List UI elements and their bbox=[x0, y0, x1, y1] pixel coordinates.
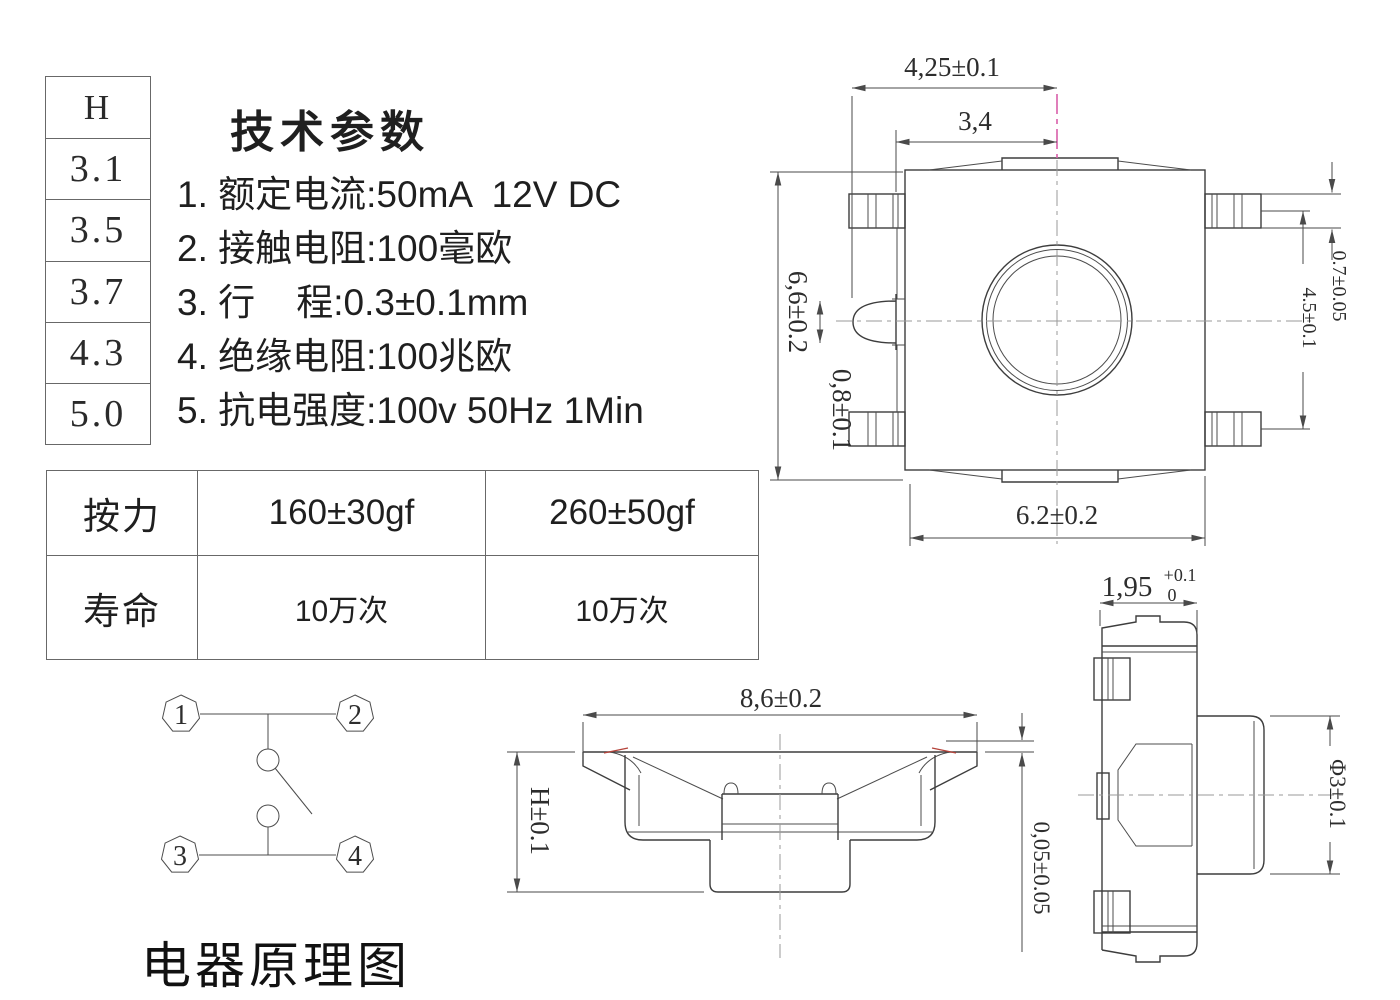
dim-top-half-width: 4,25±0.1 bbox=[904, 52, 1000, 82]
h-table-row: 4.3 bbox=[46, 321, 150, 383]
tech-param-item: 5. 抗电强度:100v 50Hz 1Min bbox=[177, 390, 644, 431]
tech-param-item: 1. 额定电流:50mA 12V DC bbox=[177, 174, 622, 215]
contact-upper bbox=[256, 748, 280, 772]
circuit-caption: 电器原理图 bbox=[141, 938, 411, 994]
dim-button-diameter: Φ3±0.1 bbox=[1325, 759, 1350, 829]
pin-terminals bbox=[160, 694, 375, 873]
force-row-label: 按力 bbox=[83, 496, 161, 537]
tech-params-list: 1. 额定电流:50mA 12V DC 2. 接触电阻:100毫欧 3. 行 程… bbox=[177, 168, 644, 438]
tech-param-item: 3. 行 程:0.3±0.1mm bbox=[177, 282, 529, 323]
dim-top-half-inner: 3,4 bbox=[958, 106, 992, 136]
pin-number-3: 3 bbox=[173, 841, 187, 872]
side-body-outline bbox=[1101, 615, 1198, 963]
dim-thickness-tol-upper: +0.1 bbox=[1164, 565, 1197, 585]
h-variant-table: H 3.1 3.5 3.7 4.3 5.0 bbox=[45, 76, 151, 445]
contact-lower bbox=[256, 804, 280, 828]
force-value-1: 160±30gf bbox=[197, 471, 485, 555]
tech-param-item: 4. 绝缘电阻:100兆欧 bbox=[177, 336, 513, 377]
force-life-table: 按力 160±30gf 260±50gf 寿命 10万次 10万次 bbox=[46, 470, 759, 660]
smd-lead bbox=[848, 193, 1262, 447]
dim-lead-span: 8,6±0.2 bbox=[740, 683, 822, 713]
h-table-row: 3.1 bbox=[46, 138, 150, 199]
dim-thickness-tol-lower: 0 bbox=[1168, 585, 1177, 605]
top-view-drawing: 4,25±0.1 3,4 6,6±0.2 0,8±0.1 0.7±0.05 4.… bbox=[770, 52, 1350, 546]
top-tab bbox=[1001, 157, 1119, 170]
pin-number-1: 1 bbox=[174, 700, 188, 731]
smd-lead-side bbox=[1093, 657, 1131, 934]
tech-params-title: 技术参数 bbox=[230, 108, 430, 157]
pin-number-2: 2 bbox=[348, 700, 362, 731]
dim-lead-pitch: 4.5±0.1 bbox=[1298, 288, 1320, 349]
h-table-header: H bbox=[83, 87, 113, 127]
tech-param-item: 2. 接触电阻:100毫欧 bbox=[177, 228, 513, 269]
force-value-2: 260±50gf bbox=[485, 471, 758, 555]
dim-coplanarity: 0,05±0.05 bbox=[1029, 821, 1054, 914]
front-view-drawing: 8,6±0.2 H±0.1 0,05±0.05 bbox=[507, 683, 1054, 958]
side-view-drawing: 1,95 +0.1 0 Φ3±0.1 bbox=[1078, 565, 1350, 963]
life-row-label: 寿命 bbox=[47, 555, 197, 659]
dim-top-width: 6.2±0.2 bbox=[1016, 500, 1098, 530]
dim-thickness: 1,95 bbox=[1102, 571, 1153, 603]
h-table-row: 3.7 bbox=[46, 260, 150, 322]
pin-number-4: 4 bbox=[348, 841, 362, 872]
circuit-wires bbox=[199, 713, 336, 856]
circuit-diagram: 1 2 3 4 bbox=[160, 694, 375, 873]
red-paint-mark bbox=[603, 747, 957, 754]
front-body-outline bbox=[624, 755, 936, 841]
dim-bump: 0,8±0.1 bbox=[827, 369, 857, 451]
h-table-row: 5.0 bbox=[46, 382, 150, 444]
cover-chamfer bbox=[632, 756, 928, 800]
switch-body-outline bbox=[904, 169, 1206, 471]
dim-lead-width: 0.7±0.05 bbox=[1328, 251, 1350, 322]
dim-height-H: H±0.1 bbox=[525, 787, 555, 855]
switch-lever bbox=[274, 767, 313, 815]
life-value-2: 10万次 bbox=[485, 555, 758, 659]
locating-bump bbox=[852, 294, 897, 350]
locating-bump-side bbox=[1096, 772, 1110, 820]
life-value-1: 10万次 bbox=[197, 555, 485, 659]
dim-top-height: 6,6±0.2 bbox=[783, 271, 813, 353]
h-table-row: 3.5 bbox=[46, 199, 150, 260]
bottom-tab bbox=[1001, 470, 1119, 483]
